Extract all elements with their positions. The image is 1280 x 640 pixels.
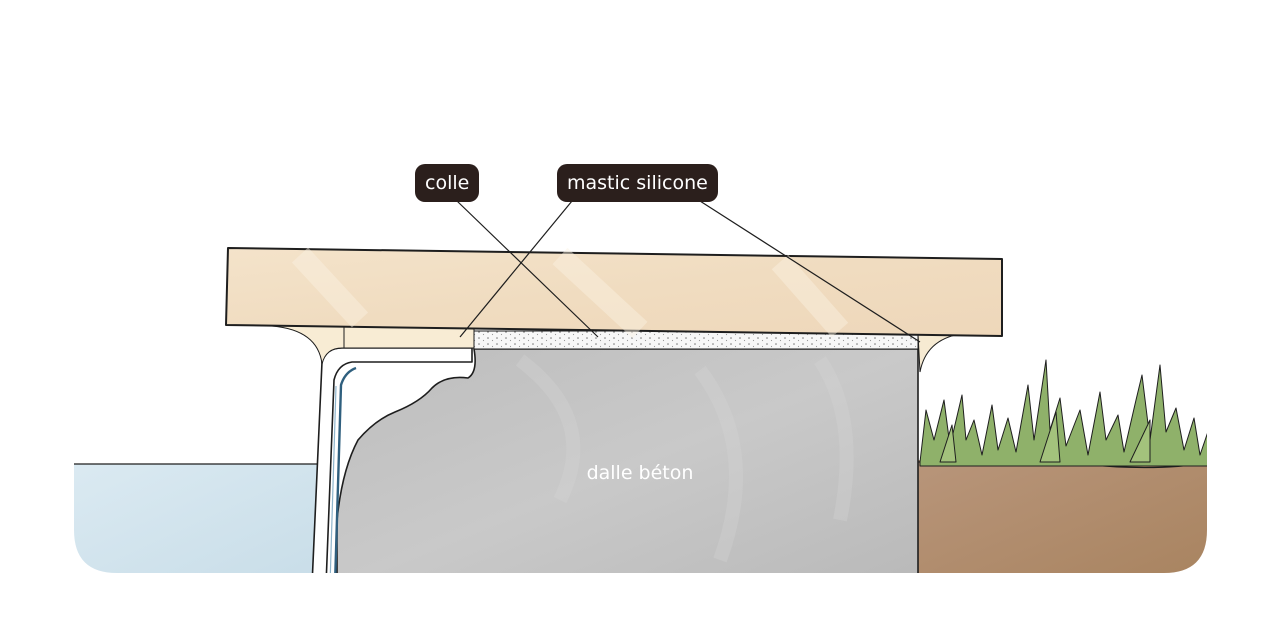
silicone-sealant-left [271, 325, 475, 365]
callout-mastic-silicone: mastic silicone [557, 164, 718, 202]
leader-lines [456, 200, 921, 343]
pool-water [74, 464, 322, 573]
concrete-slab [336, 348, 919, 573]
soil [918, 460, 1207, 573]
callout-colle: colle [415, 164, 480, 202]
silicone-sealant-right [917, 333, 961, 373]
grass [919, 359, 1207, 467]
label-dalle-beton: dalle béton [586, 462, 694, 484]
